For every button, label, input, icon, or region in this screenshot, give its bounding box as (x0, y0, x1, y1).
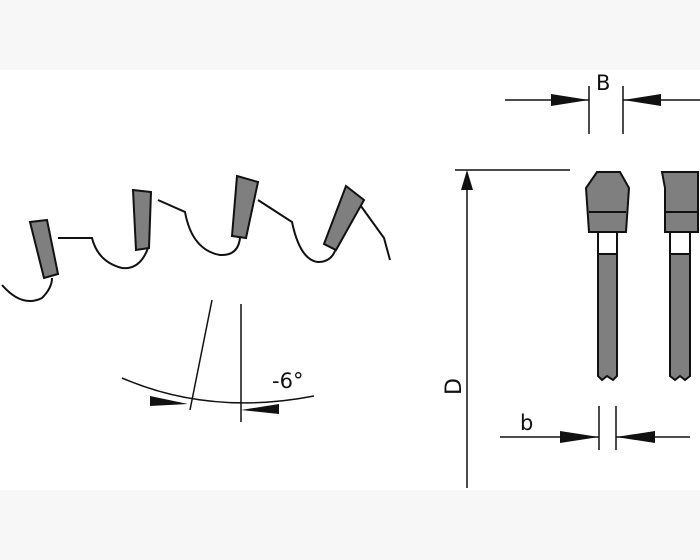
tooth-tip-4 (322, 184, 366, 252)
shoulder-1 (597, 231, 618, 255)
tooth-face-line (189, 299, 213, 411)
blade-edge (1, 199, 391, 302)
tooth-tip-3 (230, 174, 260, 240)
diameter-dimension (455, 169, 570, 488)
tooth-tip-1 (28, 218, 60, 280)
tb-arrow-right (616, 431, 655, 443)
diagram-panel (0, 70, 700, 490)
hook-angle-label: -6° (272, 369, 303, 393)
tip-profile-1 (584, 171, 631, 233)
body-1 (597, 253, 618, 382)
b-arrow-right (623, 94, 661, 106)
angle-arrow-right (241, 404, 279, 414)
b-arrow-left (551, 94, 589, 106)
diameter-arrowhead (461, 170, 473, 190)
tip-thickness-label: b (520, 411, 533, 435)
saw-teeth (1, 199, 391, 302)
tooth-cross-section-1 (584, 171, 631, 382)
tooth-tips (28, 174, 366, 280)
tb-arrowheads (560, 431, 655, 443)
angle-arrowheads (150, 396, 279, 414)
circumference-arc (121, 377, 315, 404)
body-thickness-label: B (596, 71, 610, 95)
angle-arrow-left (150, 396, 188, 406)
tooth-tip-2 (131, 188, 153, 252)
hook-angle-detail (121, 299, 315, 422)
tooth-cross-section-2 (660, 171, 699, 382)
tip-profile-2 (660, 171, 699, 233)
b-arrowheads (551, 94, 661, 106)
tb-arrow-left (560, 431, 599, 443)
diameter-label: D (442, 378, 467, 395)
shoulder-2 (669, 231, 691, 255)
body-2 (669, 253, 691, 382)
